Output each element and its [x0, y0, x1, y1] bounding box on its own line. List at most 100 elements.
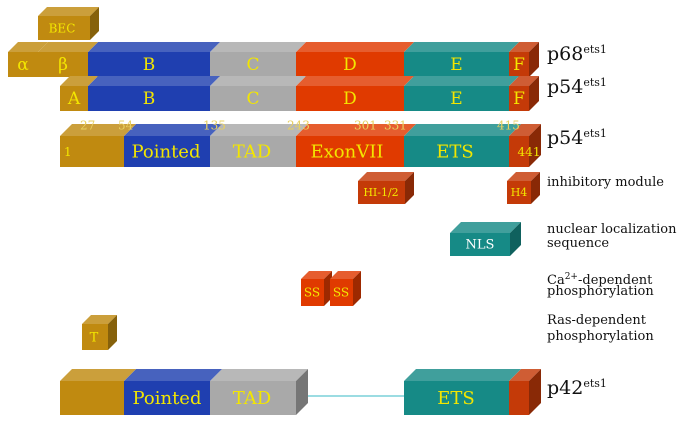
- p68-seg-1-front: [38, 52, 88, 77]
- p42-seg-label-2: TAD: [233, 388, 271, 409]
- t-text: T: [90, 331, 99, 346]
- p54b-seg-0-front: [60, 136, 124, 167]
- p68-seg-3-top: [210, 42, 306, 52]
- t-block-front: [82, 324, 108, 350]
- p42-seg-4-front: [509, 381, 529, 415]
- p68-seg-6-front: [509, 52, 529, 77]
- p54a-seg-4-front: [404, 86, 509, 111]
- p68-seg-label-3: C: [246, 55, 259, 75]
- p54b-seg-label-2: TAD: [233, 142, 271, 163]
- p54-label-row3: p54ets1: [547, 127, 607, 149]
- bec-block-top: [38, 7, 99, 16]
- p42-seg-3-top: [404, 369, 521, 381]
- ss2-text: SS: [333, 286, 349, 300]
- h4-block-front: [507, 181, 531, 204]
- p54a-seg-1-top: [88, 76, 220, 86]
- p54a-seg-label-3: D: [343, 89, 357, 109]
- bec-block-front: [38, 16, 90, 40]
- t-block-top: [82, 315, 117, 324]
- p54b-seg-label-0: 1: [64, 145, 72, 159]
- p54a-seg-1-front: [88, 86, 210, 111]
- ss1-block-front: [301, 279, 324, 306]
- p42-seg-0-top: [60, 369, 136, 381]
- p42-seg-1-top: [124, 369, 222, 381]
- p42-label: p42ets1: [547, 377, 607, 399]
- p68-seg-4-front: [296, 52, 404, 77]
- h4-block-top: [507, 172, 540, 181]
- p42-seg-4-top: [509, 369, 541, 381]
- p68-seg-5-top: [404, 42, 519, 52]
- p54b-seg-4-front: [404, 136, 509, 167]
- p68-seg-label-1: β: [58, 55, 68, 75]
- p54b-seg-4-top: [404, 124, 521, 136]
- p68-seg-0-top: [8, 42, 48, 52]
- p42-seg-3-front: [404, 381, 509, 415]
- p54a-seg-label-4: E: [450, 89, 462, 109]
- p54b-seg-label-4: ETS: [436, 142, 473, 163]
- hi12-text: HI-1/2: [363, 186, 398, 199]
- p42-seg-0-front: [60, 381, 124, 415]
- t-block-side: [108, 315, 117, 350]
- p54b-seg-2-front: [210, 136, 296, 167]
- p68-seg-label-0: α: [17, 55, 29, 75]
- p68-seg-4-top: [296, 42, 414, 52]
- p54a-seg-0-front: [60, 86, 88, 111]
- p42-seg-2-front: [210, 381, 296, 415]
- p68-seg-label-5: E: [450, 55, 462, 75]
- residue-number-27: 27: [80, 119, 95, 133]
- p42-seg-2-side: [296, 369, 308, 415]
- legend-nls-line1: nuclear localization: [547, 222, 677, 237]
- p68-seg-label-2: B: [143, 55, 156, 75]
- nls-block-side: [510, 222, 521, 256]
- p54a-seg-5-front: [509, 86, 529, 111]
- ss1-text: SS: [304, 286, 320, 300]
- nls-block-front: [450, 233, 510, 256]
- p68-seg-label-6: F: [513, 55, 525, 75]
- legend-inhibitory-module: inhibitory module: [547, 175, 664, 190]
- p54b-seg-5-front: [509, 136, 529, 167]
- p54a-seg-label-1: B: [143, 89, 156, 109]
- p54a-seg-0-top: [60, 76, 98, 86]
- p42-seg-2-top: [210, 369, 308, 381]
- p42-seg-1-front: [124, 381, 210, 415]
- p68-seg-6-side: [529, 42, 539, 77]
- residue-number-135: 135: [203, 119, 226, 133]
- p68-seg-label-4: D: [343, 55, 357, 75]
- hi12-block-side: [405, 172, 414, 204]
- residue-number-301: 301: [354, 119, 377, 133]
- p68-seg-1-top: [38, 42, 98, 52]
- hi12-block-front: [358, 181, 405, 204]
- ss1-block-top: [301, 271, 332, 279]
- p68-seg-0-front: [8, 52, 38, 77]
- p54b-seg-label-1: Pointed: [132, 142, 201, 163]
- p54a-seg-4-top: [404, 76, 519, 86]
- p54b-seg-3-front: [296, 136, 404, 167]
- p54a-seg-2-top: [210, 76, 306, 86]
- p68-label: p68ets1: [547, 43, 607, 65]
- legend-nls-line2: sequence: [547, 236, 610, 251]
- nls-text: NLS: [466, 238, 495, 253]
- p54b-seg-1-front: [124, 136, 210, 167]
- ss2-block-side: [353, 271, 361, 306]
- p68-seg-2-front: [88, 52, 210, 77]
- p54b-seg-3-top: [296, 124, 416, 136]
- nls-block-top: [450, 222, 521, 233]
- p54a-seg-label-5: F: [513, 89, 525, 109]
- bec-text: BEC: [49, 22, 76, 36]
- p54b-seg-5-side: [529, 124, 541, 167]
- legend-ca-line2: phosphorylation: [547, 284, 654, 299]
- p54a-seg-label-2: C: [246, 89, 259, 109]
- ss2-block-top: [330, 271, 361, 279]
- legend-ras-line1: Ras-dependent: [547, 313, 646, 328]
- legend-ras-line2: phosphorylation: [547, 329, 654, 344]
- p54a-seg-2-front: [210, 86, 296, 111]
- legend-ca-line1: Ca2+-dependent: [547, 272, 653, 288]
- p54-label-row2: p54ets1: [547, 76, 607, 98]
- p54a-seg-3-top: [296, 76, 414, 86]
- p54b-seg-2-top: [210, 124, 308, 136]
- residue-number-415: 415: [497, 119, 520, 133]
- p68-seg-2-top: [88, 42, 220, 52]
- residue-number-243: 243: [287, 119, 310, 133]
- h4-text: H4: [511, 186, 528, 199]
